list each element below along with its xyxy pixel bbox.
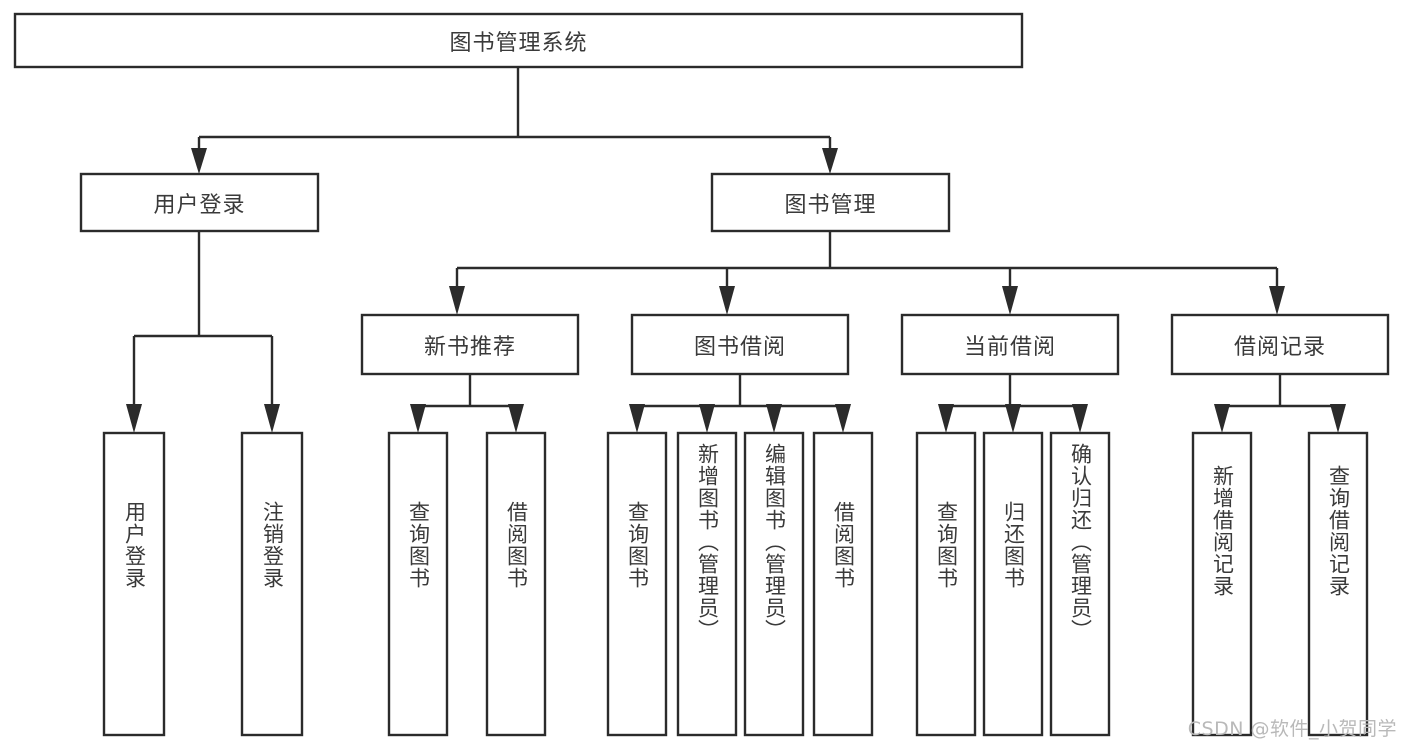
node-leaf-bb-edit-book[interactable] [743,431,805,737]
arrowhead-bb-leaf2 [699,404,715,433]
arrowhead-br-leaf1 [1214,404,1230,433]
arrowhead-borrow-record [1269,286,1285,315]
node-leaf-cb-return-book[interactable] [982,431,1044,737]
arrowhead-new-book [449,286,465,315]
arrowhead-leaf-user-login [126,404,142,433]
node-leaf-cb-confirm-return[interactable] [1049,431,1111,737]
node-leaf-bb-borrow-book[interactable] [812,431,874,737]
node-user-login[interactable] [79,172,320,233]
csdn-watermark: CSDN @软件_小贺同学 [1187,718,1397,740]
arrowhead-bb-leaf1 [629,404,645,433]
arrowhead-current-borrow [1002,286,1018,315]
node-leaf-bb-query-book[interactable] [606,431,668,737]
arrowhead-br-leaf2 [1330,404,1346,433]
node-root-book-management-system[interactable] [13,12,1024,69]
arrowhead-cb-leaf3 [1072,404,1088,433]
node-book-borrow[interactable] [630,313,850,376]
arrowhead-nb-leaf1 [410,404,426,433]
node-leaf-br-add-record[interactable] [1191,431,1253,737]
arrowhead-leaf-logout [264,404,280,433]
arrowhead-bb-leaf3 [766,404,782,433]
arrowhead-cb-leaf1 [938,404,954,433]
arrowhead-book-management [822,148,838,174]
node-leaf-bb-add-book[interactable] [676,431,738,737]
node-new-book-recommend[interactable] [360,313,580,376]
node-book-management[interactable] [710,172,951,233]
arrowhead-bb-leaf4 [835,404,851,433]
node-leaf-user-login[interactable] [102,431,166,737]
arrowhead-cb-leaf2 [1005,404,1021,433]
node-leaf-cb-query-book[interactable] [915,431,977,737]
arrowhead-nb-leaf2 [508,404,524,433]
node-leaf-nb-query-book[interactable] [387,431,449,737]
arrowhead-book-borrow [719,286,735,315]
node-leaf-logout[interactable] [240,431,304,737]
node-current-borrow[interactable] [900,313,1120,376]
node-leaf-br-query-record[interactable] [1307,431,1369,737]
node-leaf-nb-borrow-book[interactable] [485,431,547,737]
arrowhead-user-login [191,148,207,174]
node-borrow-record[interactable] [1170,313,1390,376]
